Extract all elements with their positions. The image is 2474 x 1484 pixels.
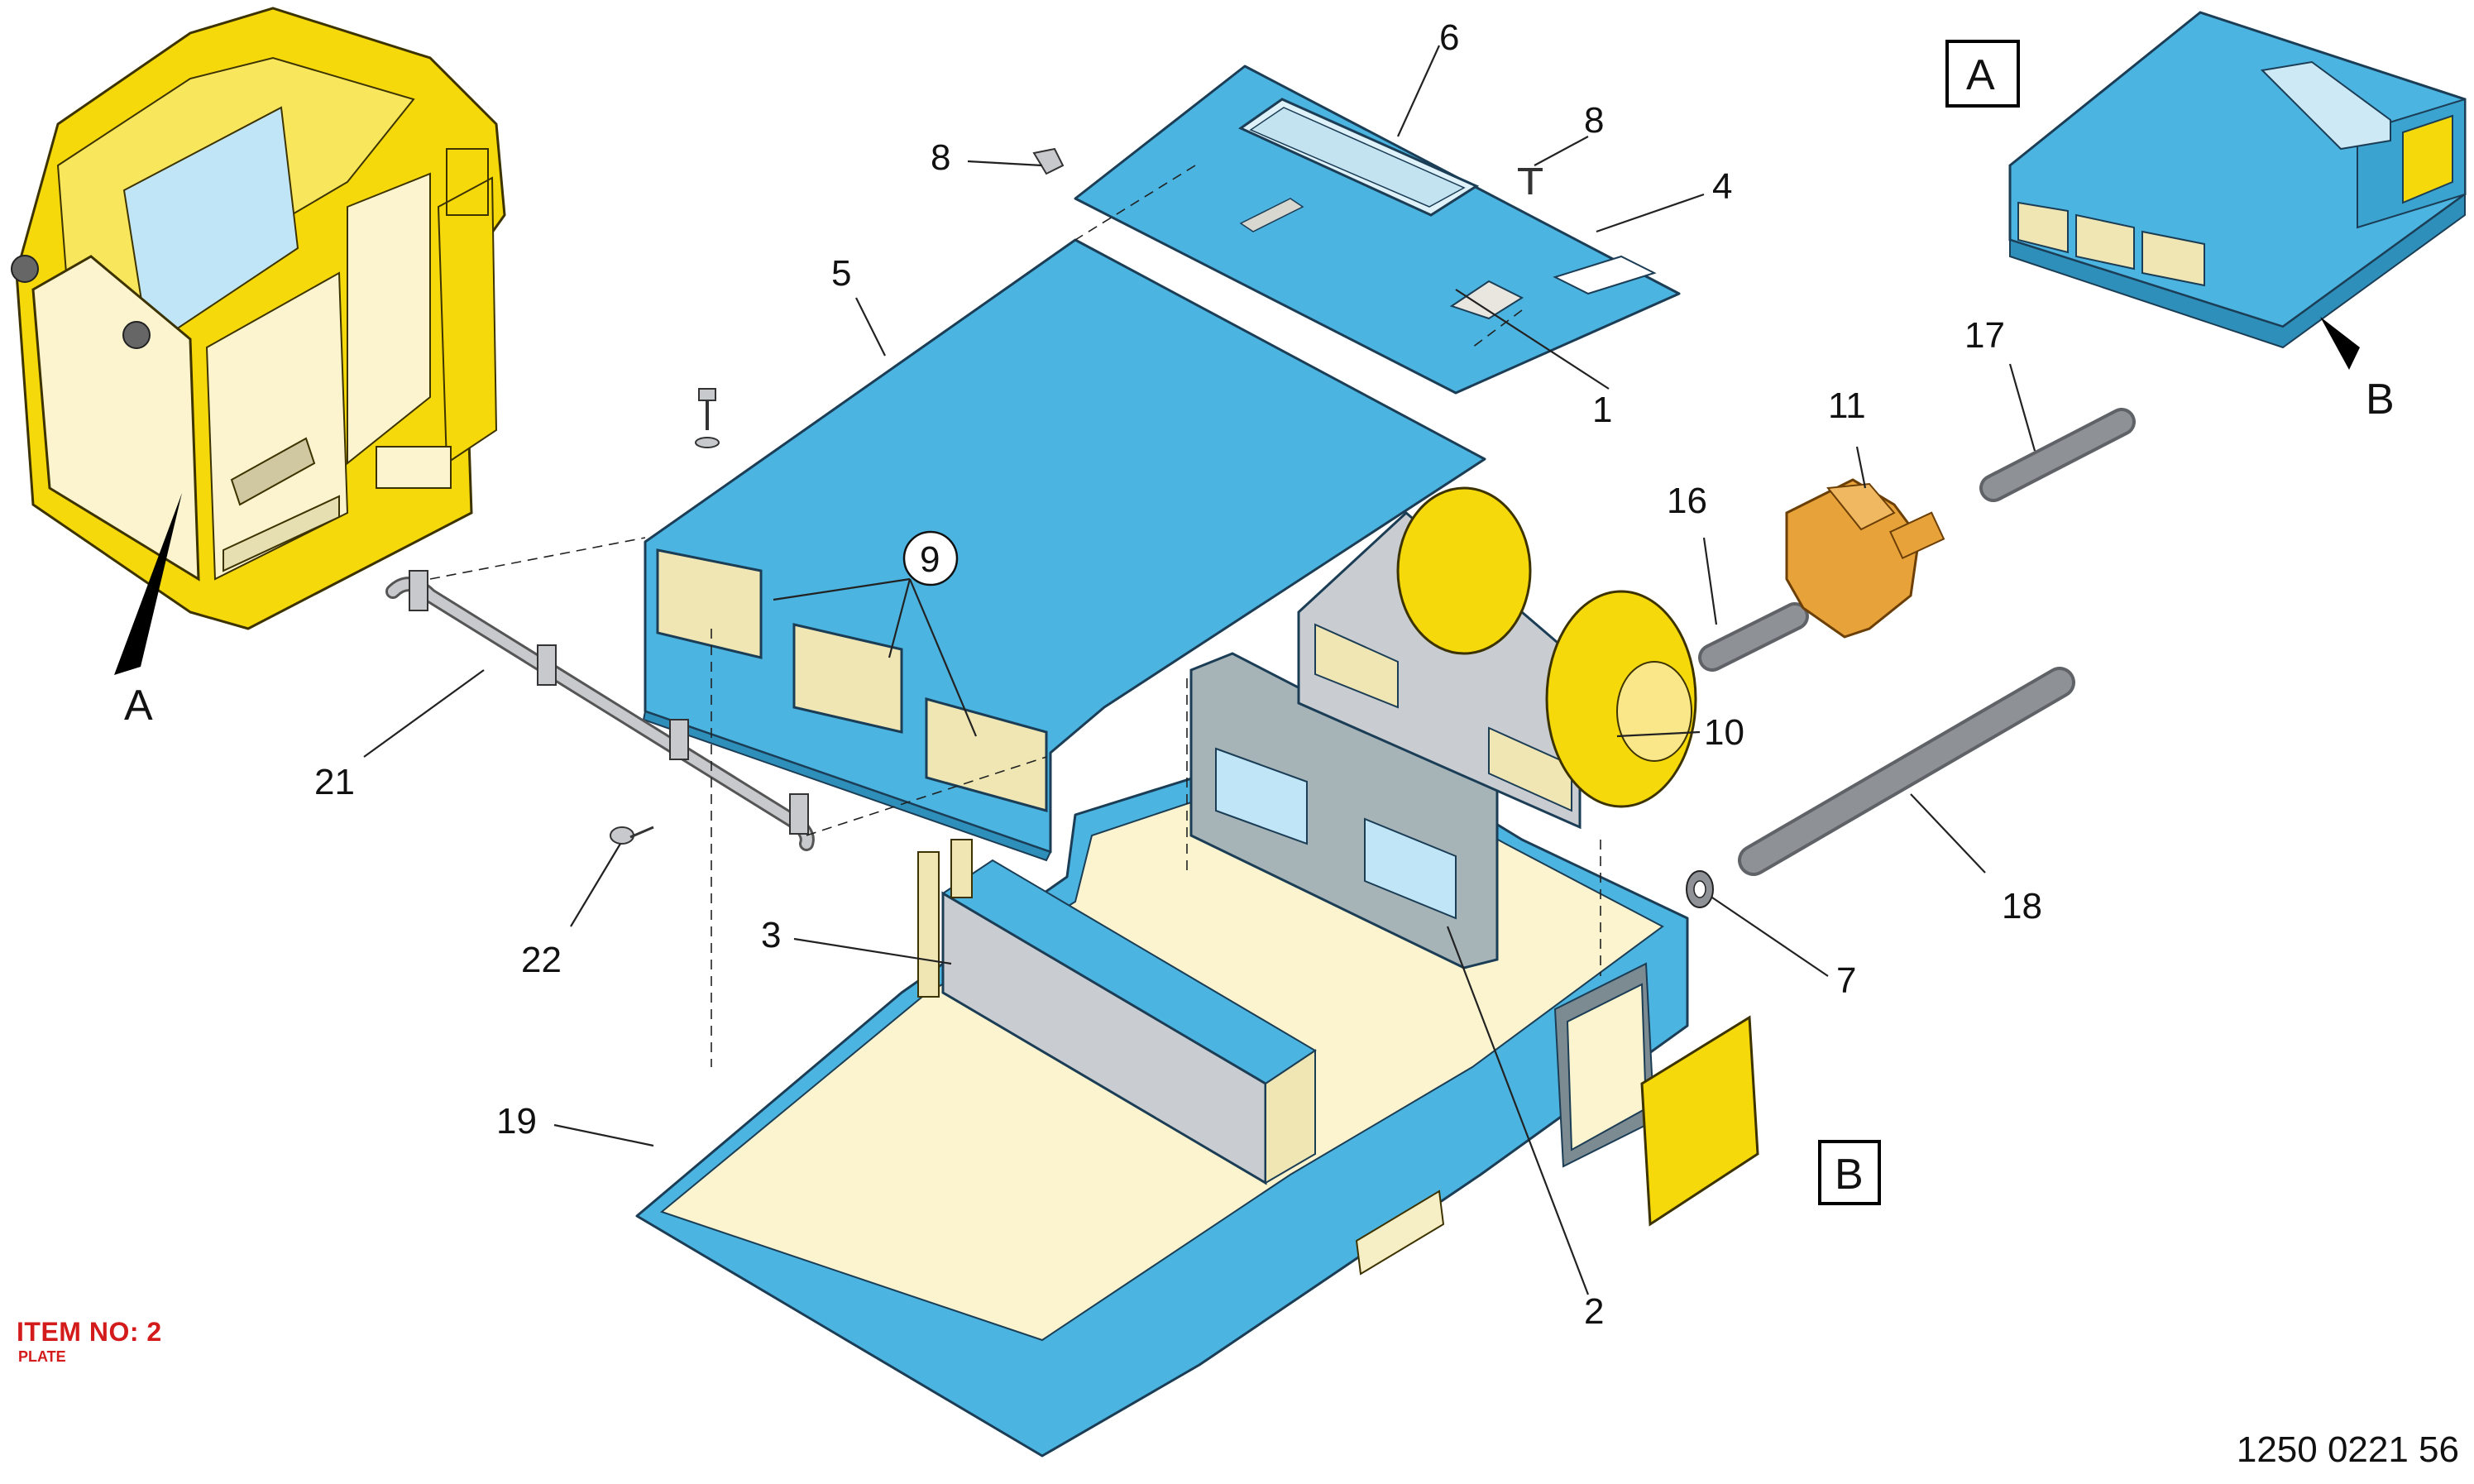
callout-2: 2 bbox=[1584, 1291, 1604, 1332]
grommet-7 bbox=[1686, 870, 1714, 908]
cover-plate-4 bbox=[1074, 65, 1681, 395]
callout-22: 22 bbox=[521, 940, 562, 980]
callout-6: 6 bbox=[1439, 17, 1459, 58]
view-b-arrow-label: B bbox=[2366, 376, 2395, 424]
callout-10: 10 bbox=[1704, 712, 1744, 753]
hose-18 bbox=[1738, 667, 2075, 876]
top-cover-5 bbox=[642, 238, 1486, 862]
filter-plate-2 bbox=[1189, 652, 1499, 969]
assembly-lines bbox=[429, 165, 1601, 1067]
callout-9: 9 bbox=[920, 539, 940, 580]
screw-8-left bbox=[1032, 147, 1065, 175]
callout-5: 5 bbox=[831, 253, 851, 294]
heater-core-3 bbox=[917, 839, 1317, 1185]
hose-17 bbox=[1979, 408, 2136, 502]
cab-illustration bbox=[11, 7, 506, 630]
item-subtitle: PLATE bbox=[18, 1348, 66, 1365]
callout-17: 17 bbox=[1964, 315, 2005, 356]
callout-11: 11 bbox=[1828, 385, 1866, 426]
callout-8-left: 8 bbox=[931, 137, 950, 178]
view-a-arrow-label: A bbox=[124, 682, 153, 730]
callout-19: 19 bbox=[496, 1101, 537, 1142]
callout-21: 21 bbox=[314, 762, 355, 802]
screw-8-right bbox=[1518, 168, 1543, 194]
callout-7: 7 bbox=[1836, 960, 1856, 1001]
view-b-arrow-icon bbox=[2320, 317, 2360, 370]
callouts: 1 2 3 4 5 6 7 8 8 9 10 11 16 17 18 19 21… bbox=[314, 17, 2042, 1332]
view-a-box bbox=[1945, 40, 2020, 108]
callout-1: 1 bbox=[1592, 390, 1612, 430]
callout-18: 18 bbox=[2002, 886, 2042, 926]
bracket-21 bbox=[385, 570, 815, 851]
view-b-box bbox=[1818, 1140, 1881, 1205]
hose-16 bbox=[1698, 602, 1809, 672]
view-b-label: B bbox=[1835, 1151, 1864, 1199]
blower-10 bbox=[1297, 486, 1697, 830]
leader-lines bbox=[363, 45, 2036, 1295]
view-a-label: A bbox=[1966, 51, 1995, 99]
view-a-arrow-icon bbox=[114, 493, 182, 675]
screw-22 bbox=[610, 826, 654, 845]
assembled-unit-illustration bbox=[2008, 11, 2467, 349]
callout-9-badge: 9 bbox=[902, 530, 959, 586]
item-number-title: ITEM NO: 2 bbox=[17, 1317, 162, 1347]
callout-4: 4 bbox=[1712, 166, 1732, 207]
callout-3: 3 bbox=[761, 915, 781, 955]
drawing-number: 1250 0221 56 bbox=[2236, 1429, 2459, 1470]
callout-16: 16 bbox=[1667, 481, 1707, 521]
valve-11 bbox=[1785, 478, 1945, 639]
bolt-top-cover bbox=[695, 388, 720, 448]
callout-8-right: 8 bbox=[1584, 100, 1604, 141]
